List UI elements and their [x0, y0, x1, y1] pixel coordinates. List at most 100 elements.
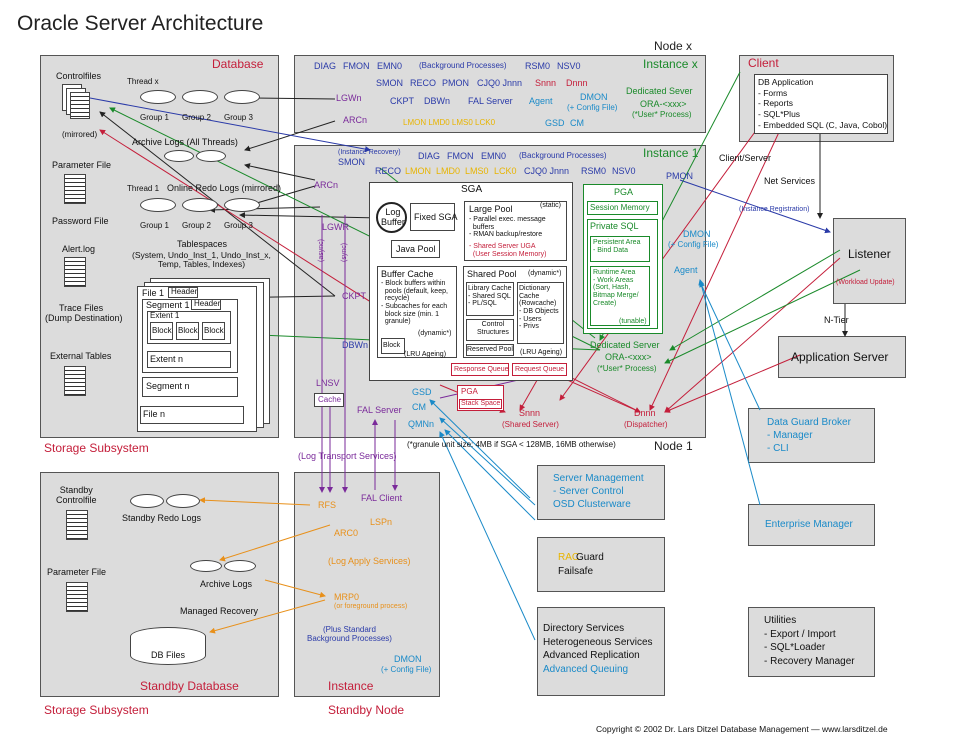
group1-label: Group 1 [140, 113, 169, 122]
segment-n-label: Segment n [146, 381, 190, 391]
large-pool-static: (static) [540, 202, 561, 209]
thread-x-label: Thread x [127, 77, 159, 86]
standby-parameter-file-label: Parameter File [47, 567, 107, 577]
lnsv-cache-label: Cache [318, 395, 342, 404]
inst1-proc: FMON [447, 151, 474, 161]
foreground-label: (or foreground process) [334, 603, 408, 610]
n-tier-label: N-Tier [824, 315, 849, 325]
node-x-rac-procs: LMON LMD0 LMS0 LCK0 [403, 118, 496, 127]
java-pool-label: Java Pool [396, 244, 436, 254]
log-transport-label: (Log Transport Services) [298, 451, 397, 461]
standby-storage-label: Storage Subsystem [44, 703, 149, 717]
dnnn-label: Dnnn [634, 408, 656, 418]
rfs-label: RFS [318, 500, 336, 510]
qmnn-label: QMNn [408, 419, 435, 429]
app-server-title: Application Server [791, 350, 889, 364]
library-cache-box [466, 282, 514, 316]
tablespaces-detail: (System, Undo_Inst_1, Undo_Inst_x, Temp,… [132, 250, 271, 270]
control-structures-label: Control Structures [477, 321, 509, 336]
password-file-label: Password File [52, 216, 109, 226]
gsd-label: GSD [412, 387, 432, 397]
shared-server-uga: - Shared Server UGA (User Session Memory… [469, 243, 547, 258]
parameter-file-icon [64, 174, 86, 204]
shared-pool-lru: (LRU Ageing) [520, 349, 563, 356]
inst1-ded-server: Dedicated Server [590, 340, 660, 350]
ckpt-label: CKPT [342, 291, 367, 301]
inst1-proc: LCK0 [494, 166, 517, 176]
server-mgmt-text: Server Management - Server Control OSD C… [553, 473, 644, 510]
standby-redo-disk [166, 494, 200, 508]
java-pool-box [391, 240, 440, 258]
pmon-label: PMON [666, 171, 693, 181]
external-tables-label: External Tables [50, 351, 112, 361]
mirrored-label: (mirrored) [62, 130, 98, 139]
file-n-label: File n [143, 409, 166, 419]
buffer-cache-items: - Block buffers within pools (default, k… [381, 280, 448, 326]
inst1-proc: DIAG [418, 151, 441, 161]
archive-disk [196, 150, 226, 162]
node-x-panel [294, 55, 706, 133]
shared-pool-label: Shared Pool [467, 269, 517, 279]
file1-label: File 1 [142, 288, 165, 298]
sga-label: SGA [461, 184, 483, 195]
node-x-gsd: GSD [545, 118, 565, 128]
session-memory-label: Session Memory [590, 203, 650, 212]
trace-files-label: Trace Files [59, 303, 104, 313]
inst1-dmon-label: DMON [683, 229, 711, 239]
rac-label: RAC [558, 552, 580, 563]
redo-log-disk [140, 198, 176, 212]
large-pool-box [464, 201, 567, 261]
block-box [176, 322, 199, 340]
utilities-panel [748, 607, 875, 677]
buffer-cache-dynamic: (dynamic*) [418, 330, 452, 337]
node-x-ora: ORA-<xxx> [640, 99, 687, 109]
inst1-proc: (Background Processes) [519, 151, 607, 160]
archive-disk [164, 150, 194, 162]
log-buffer-label: Log Buffer [381, 207, 405, 227]
standby-node-panel [294, 472, 440, 697]
buffer-block-label: Block [383, 342, 401, 349]
session-memory-box [587, 201, 658, 215]
pga-shared-label: PGA [461, 387, 478, 396]
node-1-label: Node 1 [654, 439, 693, 453]
async-label: (async) [318, 239, 325, 262]
copyright-label: Copyright © 2002 Dr. Lars Ditzel Databas… [596, 724, 888, 734]
app-server-panel [778, 336, 906, 378]
file-header-label: Header [171, 287, 198, 296]
log-buffer-circle [376, 202, 407, 233]
node-x-proc: CJQ0 Jnnn [477, 78, 523, 88]
client-app-items: DB Application - Forms - Reports - SQL*P… [758, 77, 888, 130]
node-x-proc: RECO [410, 78, 437, 88]
node-x-user-process: (*User* Process) [632, 110, 692, 119]
node-x-label: Node x [654, 39, 693, 53]
dump-destination-label: (Dump Destination) [45, 313, 123, 323]
redo-log-disk [182, 198, 218, 212]
group3-label: Group 3 [224, 113, 253, 122]
persistent-area-label: Persistent Area - Bind Data [593, 239, 641, 254]
tablespaces-label: Tablespaces [177, 239, 228, 249]
diagram-title: Oracle Server Architecture [17, 12, 264, 35]
inst1-proc: RSM0 [581, 166, 607, 176]
request-queue-label: Request Queue [515, 366, 565, 373]
guard-label: Guard [576, 552, 604, 563]
server-mgmt-panel [537, 465, 665, 520]
runtime-area-box [590, 266, 650, 326]
fixed-sga-box [410, 203, 455, 231]
standby-config-file: (+ Config File) [381, 665, 432, 674]
parameter-file-label: Parameter File [52, 160, 112, 170]
redo-log-disk [224, 198, 260, 212]
controlfiles-label: Controlfiles [56, 71, 102, 81]
inst1-proc: LMS0 [465, 166, 489, 176]
thread-1-label: Thread 1 [127, 184, 160, 193]
db-files-label: DB Files [151, 650, 186, 660]
client-app-box [754, 74, 888, 134]
db-files-disk [130, 627, 206, 665]
inst1-proc: RECO [375, 166, 402, 176]
block-label: Block [204, 326, 224, 335]
file-n-box [140, 406, 244, 424]
inst1-config-file: (+ Config File) [668, 240, 719, 249]
utilities-text: Utilities - Export / Import - SQL*Loader… [764, 615, 855, 667]
data-guard-panel [748, 408, 875, 463]
enterprise-manager-text: Enterprise Manager [765, 519, 853, 530]
node-x-ded-server: Dedicated Sever [626, 86, 693, 96]
